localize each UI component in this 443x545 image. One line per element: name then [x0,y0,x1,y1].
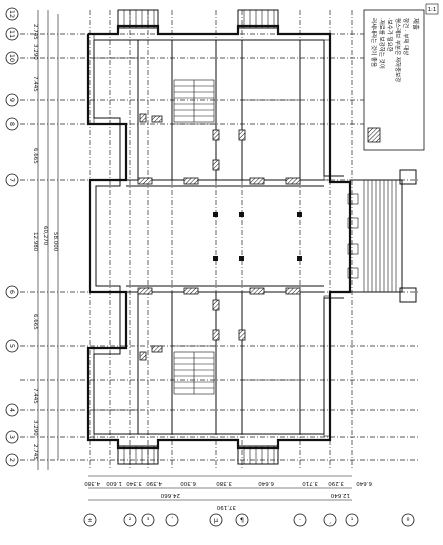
svg-text:2: 2 [8,458,16,462]
bottom-bubble-1: ± [83,513,97,527]
svg-text:³: ³ [147,516,150,524]
grid-bubble-7: 7 [5,173,19,187]
legend-line-2: 평스래브 부분은 재하중보강 [394,18,402,82]
svg-text:4.390: 4.390 [146,480,162,486]
north-porches [117,9,279,29]
svg-text:3.340: 3.340 [126,480,142,486]
svg-text:12: 12 [8,10,16,18]
grid-bubble-8: 8 [5,117,19,131]
left-dimension-string: 2.745 3.290 7.445 6.665 12.980 6.665 7.4… [32,10,59,470]
bottom-bubble-4: ´ [165,513,179,527]
svg-text:6: 6 [8,290,16,294]
bottom-bubble-3: ³ [141,513,155,527]
grid-bubble-5: 5 [5,339,19,353]
svg-text:2.745: 2.745 [32,24,38,40]
svg-text:±: ± [87,516,92,524]
legend-box: 제출 항건 · 부재 대상 평스래브 부분은 재하중보강 ·보수가 필요한 ·재… [363,9,425,151]
interior-walls [94,40,324,434]
svg-text:6.665: 6.665 [32,148,38,164]
svg-text:12.980: 12.980 [32,232,38,252]
svg-text:6.665: 6.665 [32,314,38,330]
legend-line-5: 러세내라는 것이 좋음 [370,18,378,67]
svg-text:´: ´ [170,516,173,524]
bottom-dimension-strings: 4.380 1.600 3.340 4.390 6.300 3.380 6.64… [84,475,372,510]
svg-text:60,270: 60,270 [42,226,48,246]
svg-text:1.600: 1.600 [106,480,122,486]
bottom-bubble-8: ¸ [323,513,337,527]
grid-bubble-3: 3 [5,430,19,444]
grid-bubble-10: 10 [5,51,19,65]
horizontal-grid-lines [20,33,420,461]
grid-bubble-6: 6 [5,285,19,299]
svg-text:10: 10 [8,54,16,62]
svg-text:24.660: 24.660 [160,492,180,498]
svg-text:6.640: 6.640 [356,480,372,486]
grid-bubble-2: 2 [5,453,19,467]
legend-line-1: 항건 · 부재 대상 [402,18,410,55]
corner-mark: 1:1 [425,3,439,15]
grid-bubble-12: 12 [5,7,19,21]
svg-text:7.445: 7.445 [32,388,38,404]
svg-text:3.290: 3.290 [328,480,344,486]
svg-text:4.380: 4.380 [84,480,100,486]
svg-text:37,190: 37,190 [216,504,236,510]
svg-text:²: ² [129,516,132,524]
left-grid-bubbles: 12 11 10 9 8 7 6 5 4 3 2 [5,7,19,467]
svg-text:µ: µ [214,516,218,524]
bottom-bubble-7: · [293,513,307,527]
svg-text:3.710: 3.710 [302,480,318,486]
bottom-bubble-9: ¹ [345,513,359,527]
svg-text:2.745: 2.745 [32,444,38,460]
svg-text:1:1: 1:1 [428,7,437,13]
svg-text:º: º [406,516,409,524]
legend-line-3: ·보수가 필요한 [386,18,394,52]
svg-text:5: 5 [8,344,16,348]
svg-text:12.640: 12.640 [330,492,350,498]
svg-text:¶: ¶ [240,516,244,524]
svg-text:7.445: 7.445 [32,76,38,92]
grid-bubble-11: 11 [5,27,19,41]
east-entrance-steps [347,169,417,303]
legend-title: 제출 [412,18,421,30]
svg-text:¹: ¹ [351,516,354,524]
svg-text:9: 9 [8,98,16,102]
grid-bubble-9: 9 [5,93,19,107]
svg-text:3.290: 3.290 [32,44,38,60]
svg-text:11: 11 [8,30,16,38]
svg-text:3: 3 [8,435,16,439]
svg-text:6.640: 6.640 [258,480,274,486]
building-outline [86,24,352,450]
vertical-grid-lines [89,10,353,470]
svg-text:3.290: 3.290 [32,420,38,436]
hatched-wall-sections [137,113,301,361]
bottom-bubble-10: º [401,513,415,527]
bottom-grid-bubbles: ± ² ³ ´ µ ¶ · ¸ ¹ º [83,513,415,527]
stair-north [173,79,215,123]
svg-text:·: · [299,516,301,524]
stair-south [173,351,215,395]
svg-text:4: 4 [8,408,16,412]
column-markers [213,212,302,261]
grid-bubble-4: 4 [5,403,19,417]
svg-text:¸: ¸ [328,516,331,524]
svg-text:6.300: 6.300 [180,480,196,486]
svg-text:58.000: 58.000 [52,232,58,252]
bottom-bubble-2: ² [123,513,137,527]
svg-text:8: 8 [8,122,16,126]
svg-text:3.380: 3.380 [216,480,232,486]
bottom-bubble-6: ¶ [235,513,249,527]
bottom-bubble-5: µ [209,513,223,527]
svg-text:7: 7 [8,178,16,182]
legend-line-4: ·재료를 보강하는 것이 [378,18,386,69]
south-porches [117,445,279,465]
